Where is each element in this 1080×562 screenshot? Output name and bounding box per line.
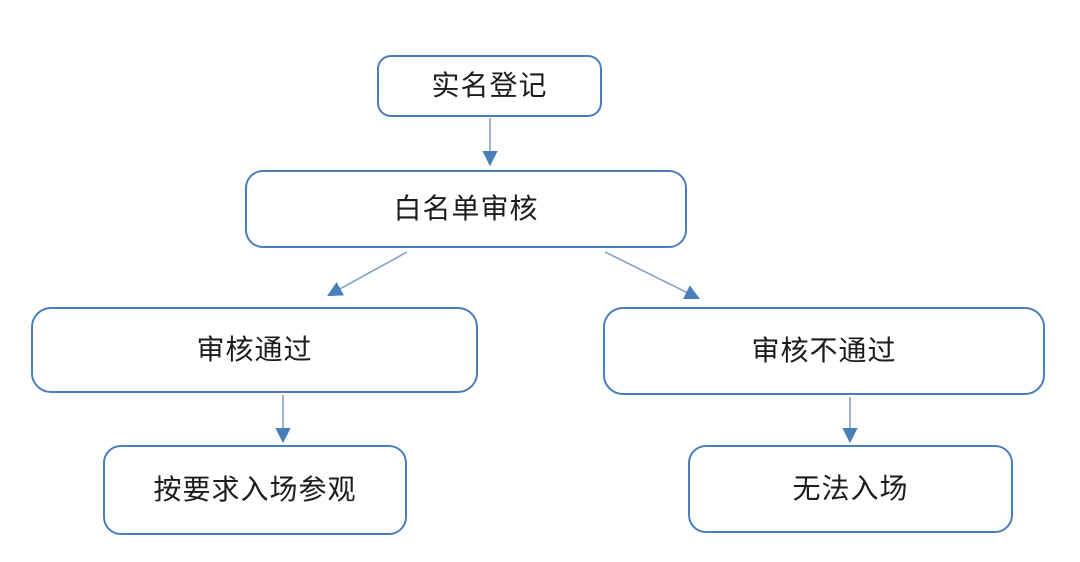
- flowchart-node-register: 实名登记: [377, 55, 602, 117]
- flowchart-node-approved: 审核通过: [31, 307, 478, 393]
- edge-whitelist-review-to-approved: [326, 251, 408, 297]
- flowchart-node-no-entry: 无法入场: [688, 445, 1013, 533]
- node-no-entry-label: 无法入场: [792, 473, 909, 504]
- node-rejected-label: 审核不通过: [751, 335, 897, 366]
- node-approved-label: 审核通过: [196, 334, 313, 365]
- flowchart-node-enter-visit: 按要求入场参观: [103, 445, 407, 535]
- node-enter-visit-label: 按要求入场参观: [153, 474, 357, 505]
- node-whitelist-review-label: 白名单审核: [393, 193, 539, 224]
- edge-whitelist-review-to-rejected: [604, 251, 701, 300]
- node-register-label: 实名登记: [431, 70, 548, 101]
- flowchart-node-whitelist-review: 白名单审核: [245, 170, 687, 248]
- flowchart-node-rejected: 审核不通过: [603, 307, 1045, 395]
